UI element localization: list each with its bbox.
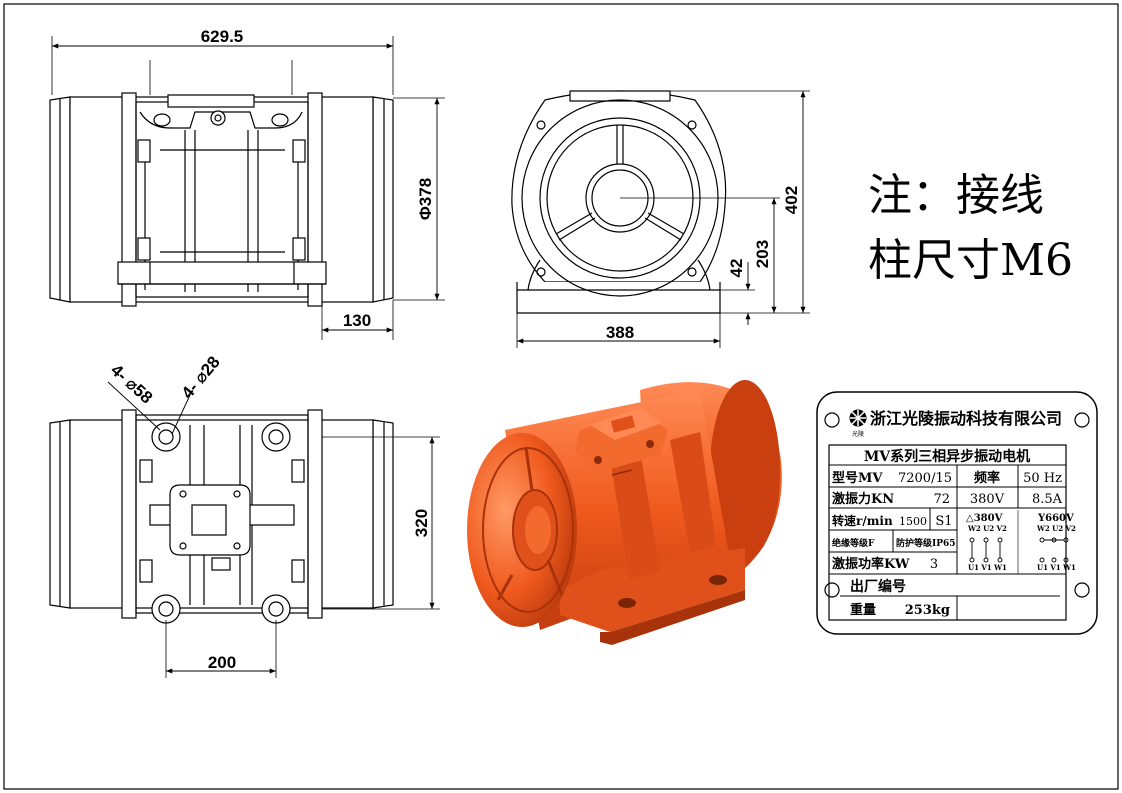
nameplate-title: MV系列三相异步振动电机 (864, 448, 1030, 465)
nameplate-current: 8.5A (1032, 492, 1063, 507)
nameplate-model-label: 型号MV (832, 470, 883, 486)
nameplate-star-label: Y660V (1037, 513, 1074, 524)
nameplate-delta-bottom: U1 V1 W1 (968, 563, 1007, 572)
top-view (49, 381, 440, 678)
nameplate-protection: 防护等级IP65 (896, 537, 956, 549)
nameplate-star-bottom: U1 V1 W1 (1037, 563, 1076, 572)
dim-diameter: Φ378 (416, 178, 435, 220)
nameplate-duty: S1 (935, 514, 952, 529)
nameplate-voltage: 380V (970, 492, 1005, 507)
nameplate-star-top: W2 U2 V2 (1036, 524, 1076, 533)
nameplate-weight-value: 253kg (905, 603, 950, 618)
nameplate-company: 浙江光陵振动科技有限公司 (870, 409, 1062, 428)
dim-hole-spacing-y: 320 (412, 509, 431, 537)
side-view (49, 36, 445, 340)
nameplate-logo-mark: 光陵 (852, 430, 864, 438)
nameplate-speed-value: 1500 (899, 515, 927, 528)
nameplate-model-value: 7200/15 (898, 471, 952, 486)
nameplate-power-value: 3 (930, 557, 938, 572)
nameplate-insulation: 绝缘等级F (832, 537, 875, 549)
end-view (511, 90, 810, 348)
nameplate-serial-label: 出厂编号 (850, 578, 906, 595)
nameplate-force-value: 72 (933, 492, 950, 507)
nameplate-force-label: 激振力KN (832, 491, 894, 507)
dim-axis-height: 203 (753, 240, 772, 268)
nameplate-power-label: 激振功率KW (832, 556, 910, 572)
dim-base-thickness: 42 (727, 259, 746, 278)
nameplate-frequency-label: 频率 (974, 470, 1000, 486)
nameplate-delta-top: W2 U2 V2 (967, 524, 1007, 533)
dim-flange-offset: 130 (343, 311, 371, 330)
note-line-1: 注：接线 (868, 170, 1044, 221)
dim-width: 388 (606, 323, 634, 342)
motor-render (467, 380, 782, 645)
dim-height: 402 (782, 186, 801, 214)
dim-length: 629.5 (201, 27, 244, 46)
nameplate-weight-label: 重量 (850, 602, 876, 618)
nameplate-delta-label: △380V (966, 513, 1003, 524)
nameplate-speed-label: 转速r/min (832, 513, 893, 528)
nameplate (816, 391, 1098, 635)
nameplate-frequency-value: 50 Hz (1023, 471, 1062, 486)
note-line-2: 柱尺寸M6 (868, 235, 1073, 286)
dim-hole-spacing-x: 200 (208, 653, 236, 672)
